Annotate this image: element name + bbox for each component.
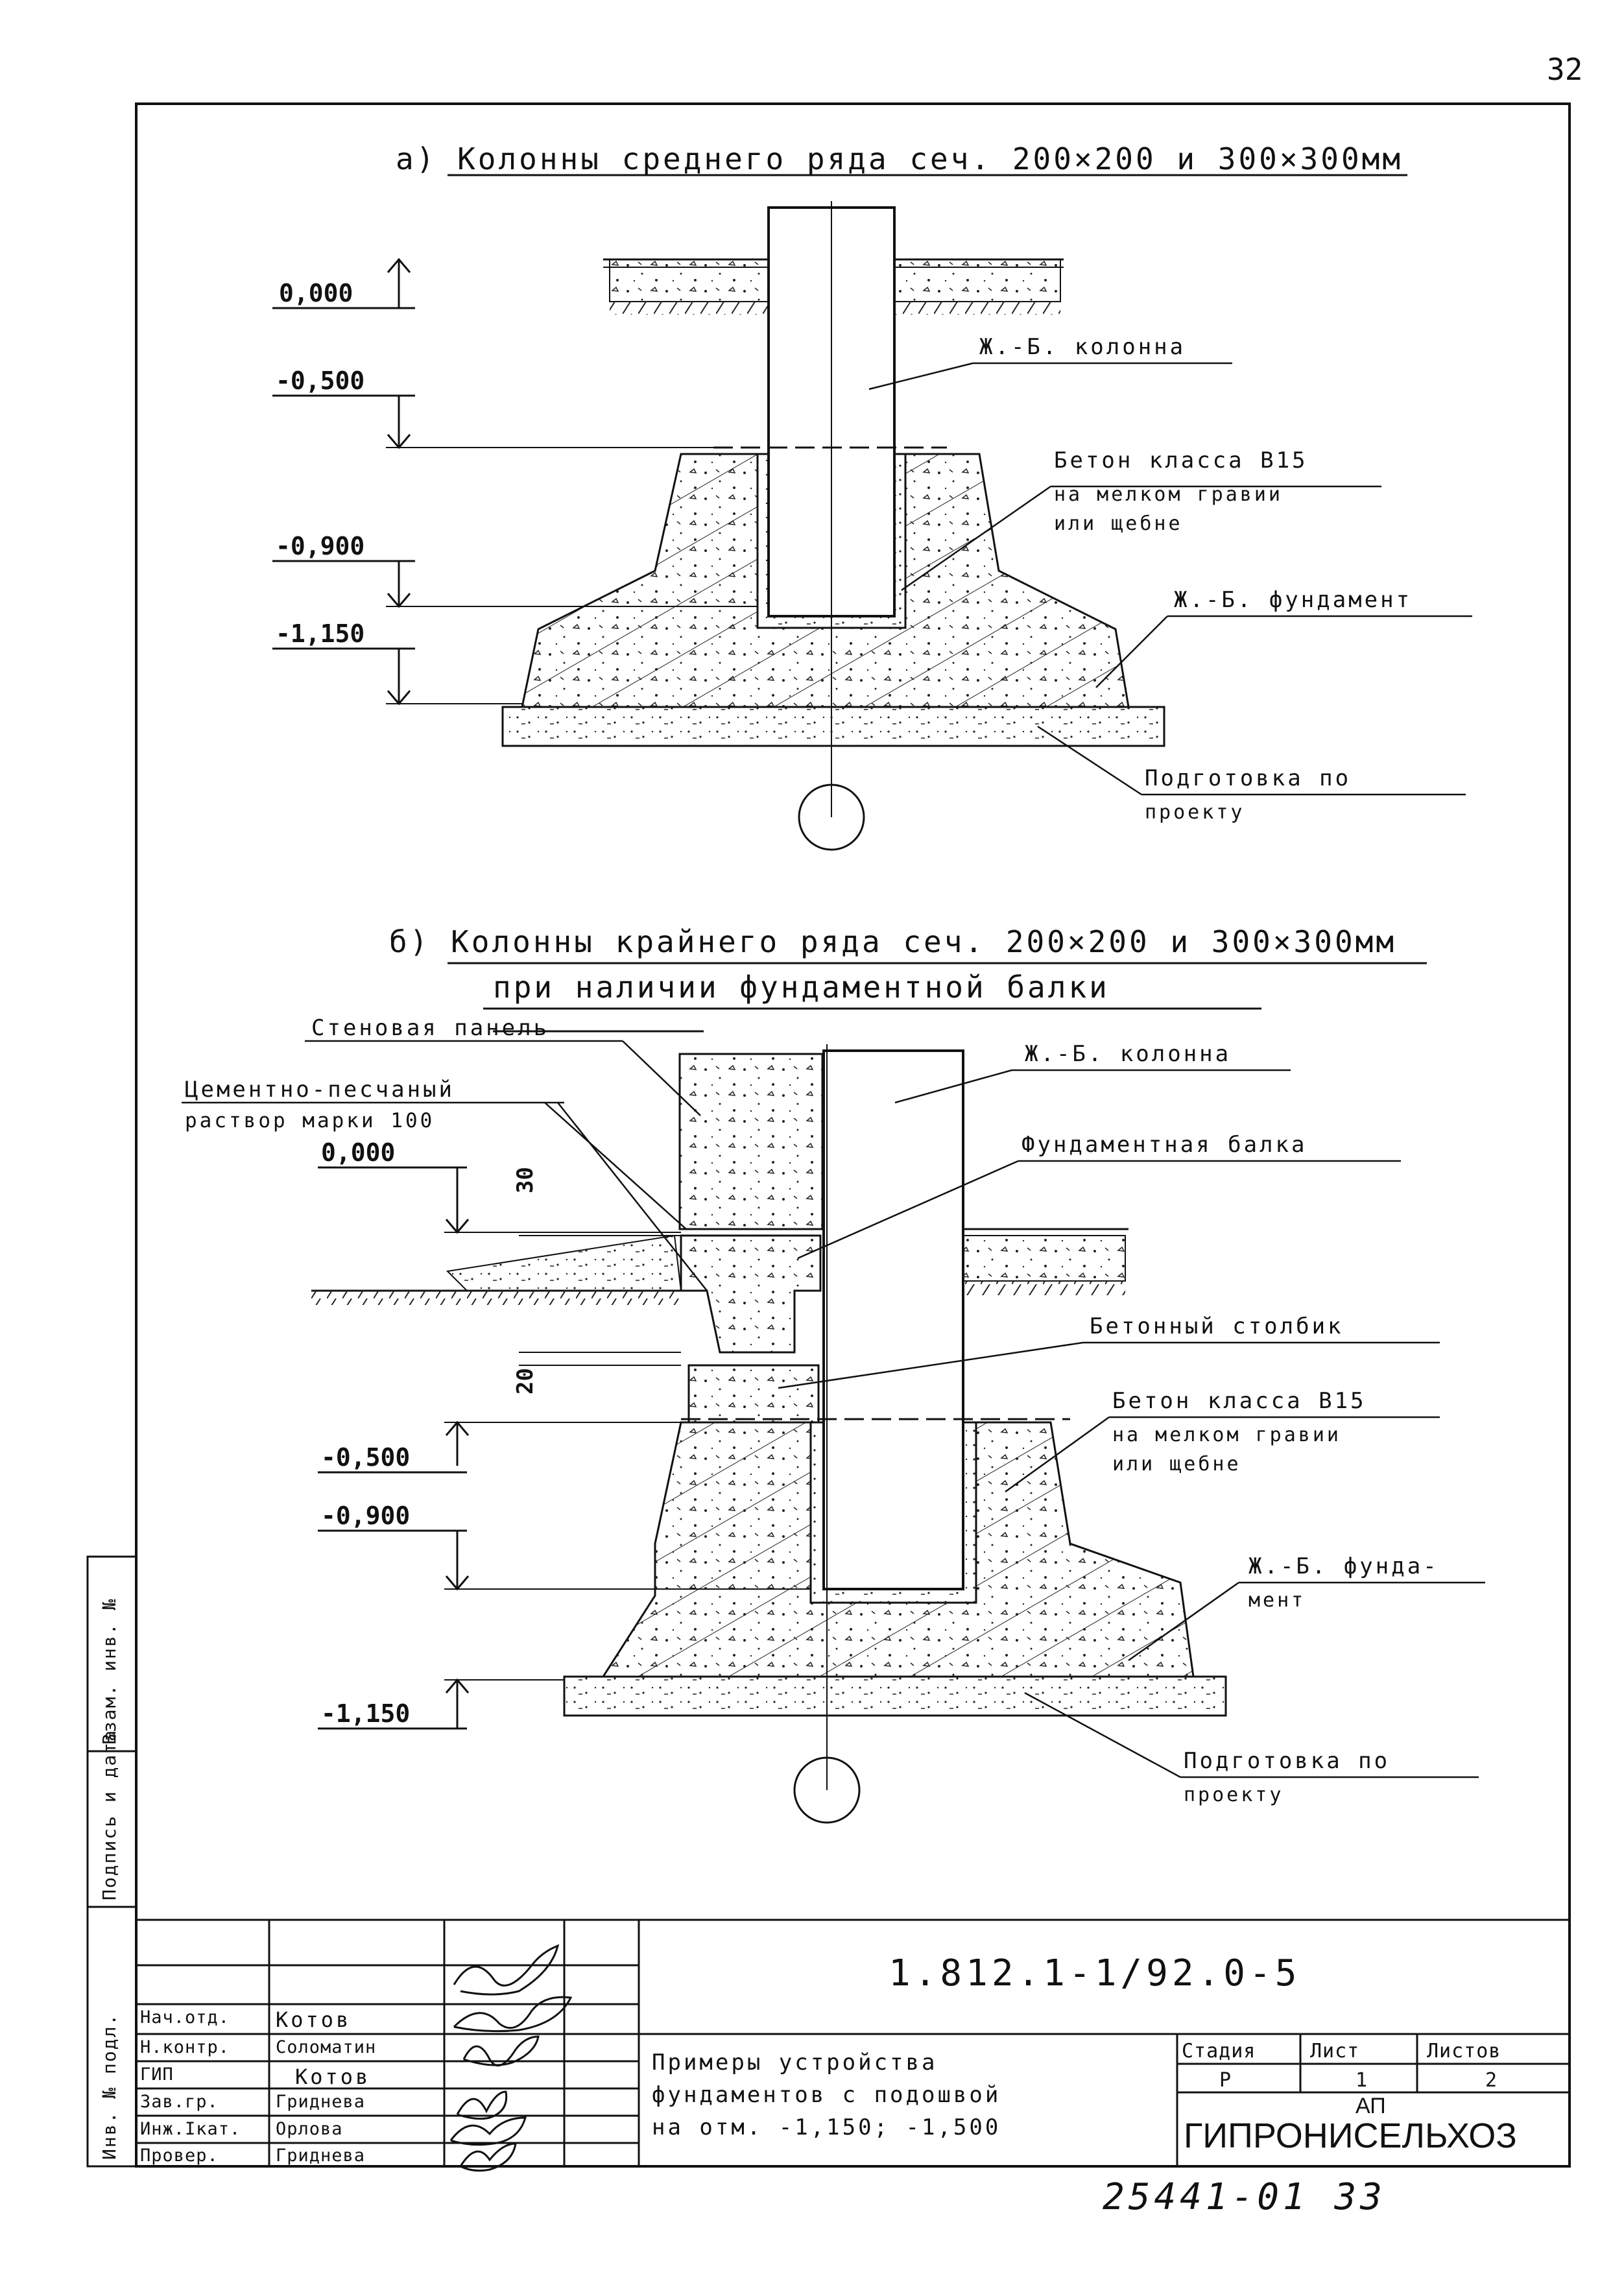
label-b-foundation-2: мент <box>1248 1589 1306 1612</box>
stage-value: Р <box>1219 2069 1232 2092</box>
doc-code: 1.812.1-1/92.0-5 <box>889 1952 1301 1994</box>
label-b-mortar-2: раствор марки 100 <box>185 1109 435 1132</box>
staff-name: Орлова <box>276 2119 343 2139</box>
staff-role: Инж.Iкат. <box>140 2119 241 2139</box>
level-b-0: 0,000 <box>321 1138 396 1167</box>
staff-name: Гриднева <box>276 2092 366 2112</box>
label-b-concrete-3: или щебне <box>1112 1453 1241 1476</box>
staff-role: Провер. <box>140 2146 219 2166</box>
section-b-drawing <box>182 962 1485 1824</box>
level-a-3: -1,150 <box>276 619 365 648</box>
section-b-title-1: б) Колонны крайнего ряда сеч. 200×200 и … <box>389 924 1397 959</box>
label-a-concrete-1: Бетон класса В15 <box>1054 448 1308 473</box>
floor-slab-right-b <box>949 1235 1126 1282</box>
side-stamp-signature: Подпись и дата <box>99 1729 120 1900</box>
concrete-post <box>687 1364 820 1424</box>
label-b-post: Бетонный столбик <box>1090 1313 1344 1339</box>
level-b-3: -1,150 <box>321 1699 411 1728</box>
axis-marker-a <box>798 784 865 851</box>
label-a-column: Ж.-Б. колонна <box>979 334 1186 360</box>
label-b-column: Ж.-Б. колонна <box>1025 1041 1232 1067</box>
dim-b-30: 30 <box>512 1167 538 1193</box>
label-b-prep-1: Подготовка по <box>1184 1748 1391 1774</box>
stage-header: Стадия <box>1182 2040 1256 2063</box>
leaders-a <box>868 362 1472 796</box>
column-b <box>822 1049 964 1590</box>
desc-line-3: на отм. -1,150; -1,500 <box>652 2114 1001 2140</box>
side-stamp-replaces: Взам. инв. № <box>99 1597 120 1745</box>
label-a-prep-1: Подготовка по <box>1145 765 1352 791</box>
label-b-beam: Фундаментная балка <box>1021 1132 1308 1158</box>
signatures <box>449 1944 573 2172</box>
staff-name: Гриднева <box>276 2146 366 2166</box>
level-a-2: -0,900 <box>276 532 365 560</box>
level-lines-a <box>272 257 758 706</box>
label-b-prep-2: проекту <box>1184 1784 1284 1806</box>
staff-role: Зав.гр. <box>140 2092 219 2112</box>
sheet-value: 1 <box>1355 2069 1368 2092</box>
desc-line-2: фундаментов с подошвой <box>652 2082 1001 2108</box>
label-a-prep-2: проекту <box>1145 801 1245 824</box>
axis-marker-b <box>793 1756 861 1824</box>
sheet-header: Лист <box>1310 2040 1360 2063</box>
staff-name: Соломатин <box>276 2037 377 2057</box>
org-name: ГИПРОНИСЕЛЬХОЗ <box>1184 2116 1517 2155</box>
section-b-title-2: при наличии фундаментной балки <box>493 970 1110 1005</box>
sheets-header: Листов <box>1427 2040 1501 2063</box>
label-b-foundation-1: Ж.-Б. фунда- <box>1248 1553 1439 1579</box>
title-block-grid <box>135 1919 1571 2168</box>
level-a-0: 0,000 <box>279 279 353 307</box>
staff-role: Н.контр. <box>140 2037 230 2057</box>
foundation-beam <box>680 1234 822 1354</box>
sheets-value: 2 <box>1485 2069 1498 2092</box>
level-b-1: -0,500 <box>321 1443 411 1472</box>
sheet-footer: 25441-01 33 <box>1103 2176 1386 2218</box>
preparation-b <box>563 1675 1227 1717</box>
level-a-1: -0,500 <box>276 366 365 395</box>
preparation-a <box>501 706 1165 747</box>
side-stamp-inv-no: Инв. № подл. <box>99 2013 120 2160</box>
label-b-concrete-1: Бетон класса В15 <box>1112 1388 1367 1414</box>
label-a-concrete-2: на мелком гравии <box>1054 483 1283 506</box>
level-lines-b <box>318 1166 811 1730</box>
section-a-title: а) Колонны среднего ряда сеч. 200×200 и … <box>396 141 1403 176</box>
org-top: АП <box>1355 2094 1386 2118</box>
desc-line-1: Примеры устройства <box>652 2050 938 2076</box>
label-b-mortar-1: Цементно-песчаный <box>185 1077 455 1103</box>
label-a-foundation: Ж.-Б. фундамент <box>1174 587 1413 613</box>
floor-slab-left <box>609 259 769 302</box>
level-b-2: -0,900 <box>321 1501 411 1530</box>
page-number: 32 <box>1547 52 1583 87</box>
staff-role: ГИП <box>140 2064 174 2085</box>
label-b-wall-panel: Стеновая панель <box>311 1015 550 1041</box>
leaders-b <box>182 1040 1485 1778</box>
floor-slab-right <box>888 259 1061 302</box>
label-a-concrete-3: или щебне <box>1054 512 1183 535</box>
dim-b-20: 20 <box>512 1368 538 1394</box>
side-stamp-frame <box>86 1555 137 2168</box>
label-b-concrete-2: на мелком гравии <box>1112 1424 1341 1446</box>
staff-role: Нач.отд. <box>140 2007 230 2028</box>
section-a-drawing <box>272 174 1472 851</box>
staff-name: Котов <box>276 2007 352 2032</box>
staff-name: Котов <box>295 2064 371 2089</box>
blind-area <box>446 1234 682 1291</box>
wall-panel <box>678 1053 824 1230</box>
